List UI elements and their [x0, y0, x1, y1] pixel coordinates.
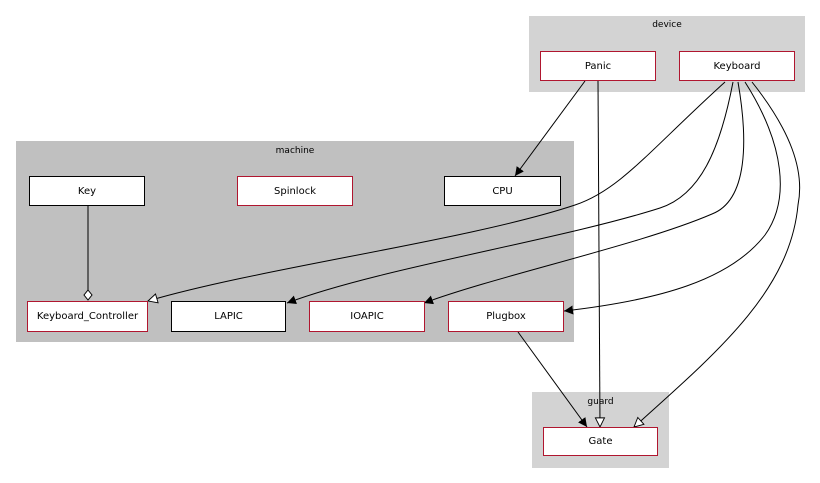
node-keyboard[interactable]: Keyboard — [679, 51, 795, 81]
edge-keyboard-keyboard-controller — [148, 81, 726, 301]
cluster-device-label: device — [652, 20, 682, 30]
node-ioapic[interactable]: IOAPIC — [309, 301, 425, 332]
node-lapic[interactable]: LAPIC — [171, 301, 286, 332]
node-cpu[interactable]: CPU — [444, 176, 561, 206]
node-gate[interactable]: Gate — [543, 427, 658, 456]
edge-panic-cpu — [514, 80, 586, 177]
node-key[interactable]: Key — [29, 176, 145, 206]
edge-plugbox-gate — [517, 331, 588, 428]
cluster-guard-label: guard — [587, 397, 614, 407]
edge-keyboard-gate — [634, 81, 801, 427]
edge-keyboard-lapic — [286, 81, 734, 305]
edge-panic-gate — [598, 80, 600, 427]
node-keyboard-controller[interactable]: Keyboard_Controller — [27, 301, 148, 332]
edge-keyboard-plugbox — [563, 81, 781, 315]
edge-keyboard-ioapic — [423, 81, 745, 305]
cluster-machine-label: machine — [275, 146, 315, 156]
node-spinlock[interactable]: Spinlock — [237, 176, 353, 206]
node-panic[interactable]: Panic — [540, 51, 656, 81]
node-plugbox[interactable]: Plugbox — [448, 301, 564, 332]
